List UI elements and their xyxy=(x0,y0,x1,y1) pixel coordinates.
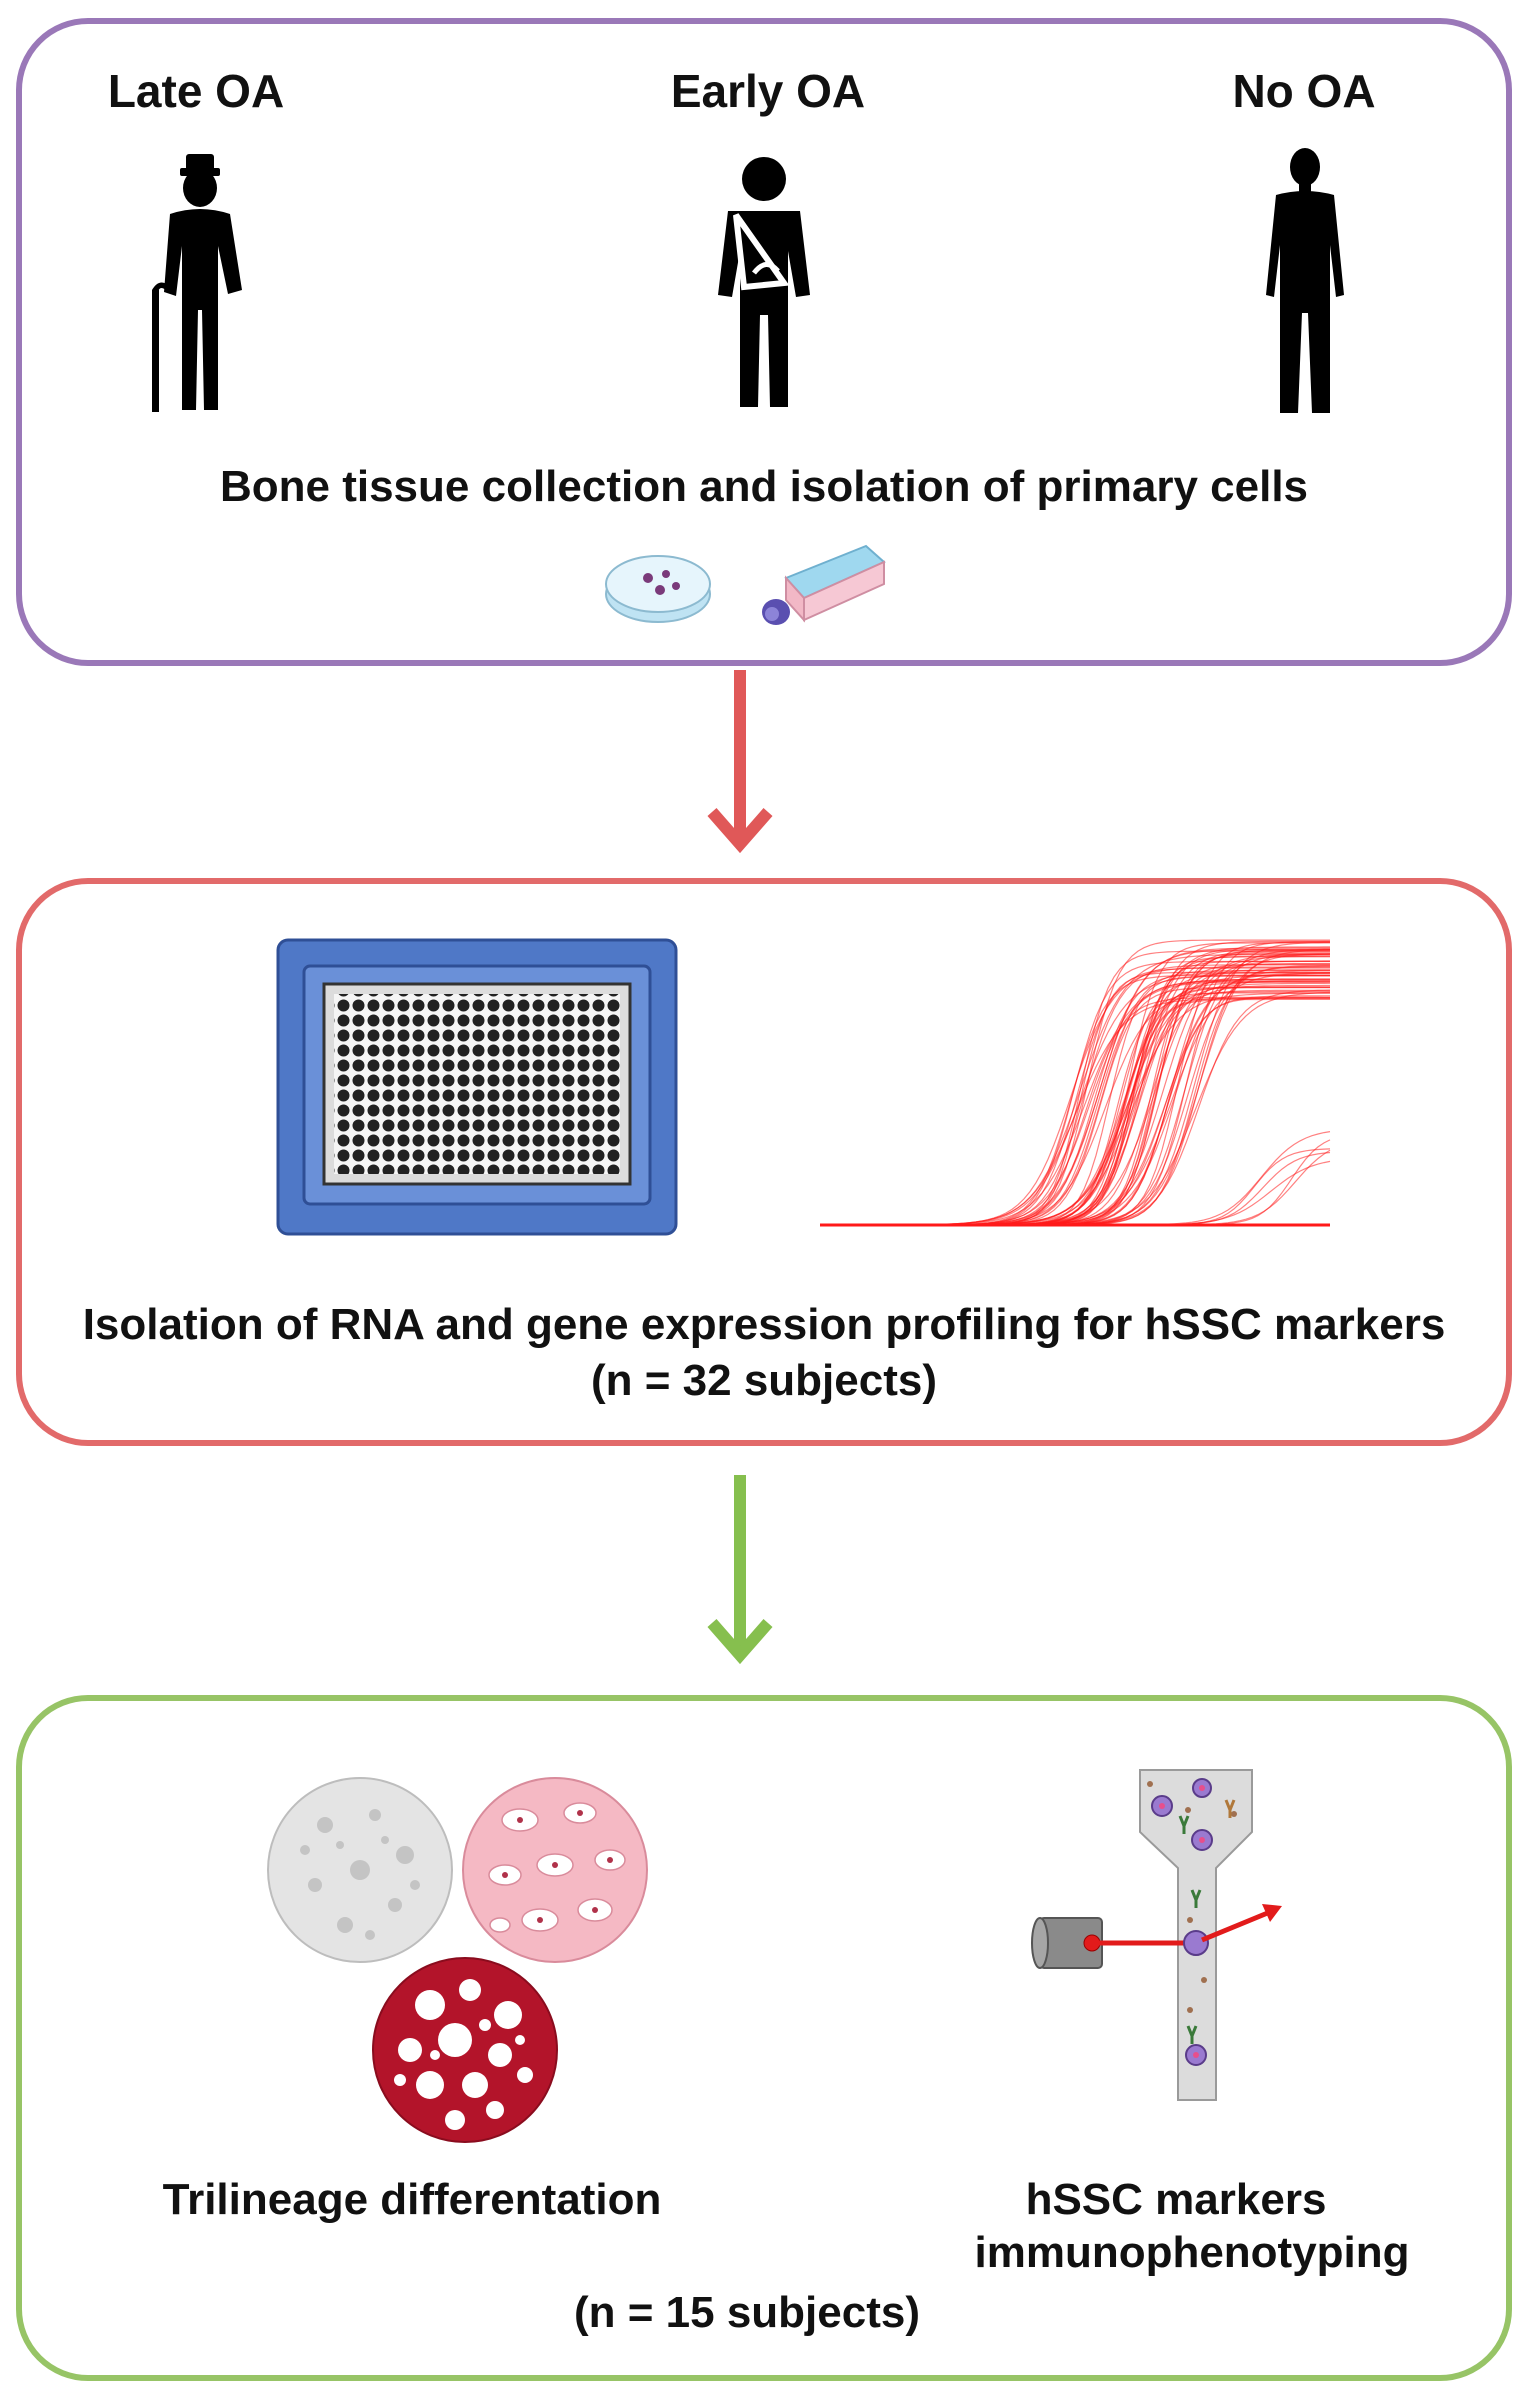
well-plate-icon xyxy=(276,938,678,1236)
group-label-early-oa: Early OA xyxy=(670,65,866,117)
trilineage-label: Trilineage differentation xyxy=(162,2175,662,2224)
person-with-arm-sling-icon xyxy=(718,157,810,407)
flow-cytometer-icon xyxy=(1031,1769,1282,2101)
amplification-curves-icon xyxy=(820,939,1331,1227)
amplification-curve xyxy=(820,960,1330,1226)
amplification-curve xyxy=(820,991,1331,1226)
amplification-curve xyxy=(820,996,1330,1226)
amplification-curve xyxy=(820,960,1330,1226)
group-label-late-oa: Late OA xyxy=(107,65,285,117)
immunophenotyping-label-line2: immunophenotyping xyxy=(974,2228,1410,2277)
petri-dish-icon xyxy=(605,555,711,623)
amplification-curve xyxy=(820,955,1331,1226)
amplification-curve xyxy=(820,990,1330,1226)
adipogenic-stain-circle-icon xyxy=(372,1957,558,2143)
amplification-curve xyxy=(820,997,1330,1226)
expression-caption-line1: Isolation of RNA and gene expression pro… xyxy=(82,1300,1446,1349)
characterization-panel xyxy=(16,1695,1512,2381)
elderly-person-with-cane-icon xyxy=(152,154,242,412)
down-arrow-green xyxy=(707,1475,773,1665)
amplification-curve xyxy=(820,989,1330,1226)
immunophenotyping-label-line1: hSSC markers xyxy=(1025,2175,1327,2224)
amplification-curve xyxy=(820,989,1331,1226)
amplification-curve xyxy=(820,992,1330,1226)
down-arrow-red xyxy=(707,670,773,854)
amplification-curve xyxy=(820,996,1330,1226)
culture-flask-icon xyxy=(762,544,886,625)
chondrogenic-stain-circle-icon xyxy=(462,1777,648,1963)
person-silhouette-icon xyxy=(1266,148,1344,413)
characterization-footer: (n = 15 subjects) xyxy=(573,2288,921,2337)
expression-caption-line2: (n = 32 subjects) xyxy=(590,1356,938,1405)
amplification-curve xyxy=(820,992,1330,1226)
group-label-no-oa: No OA xyxy=(1232,65,1376,117)
amplification-curve xyxy=(820,955,1330,1226)
sample-collection-panel xyxy=(16,18,1512,666)
collection-caption: Bone tissue collection and isolation of … xyxy=(219,462,1309,511)
amplification-curve xyxy=(820,960,1330,1226)
amplification-curve xyxy=(820,995,1330,1226)
osteogenic-stain-circle-icon xyxy=(267,1777,453,1963)
